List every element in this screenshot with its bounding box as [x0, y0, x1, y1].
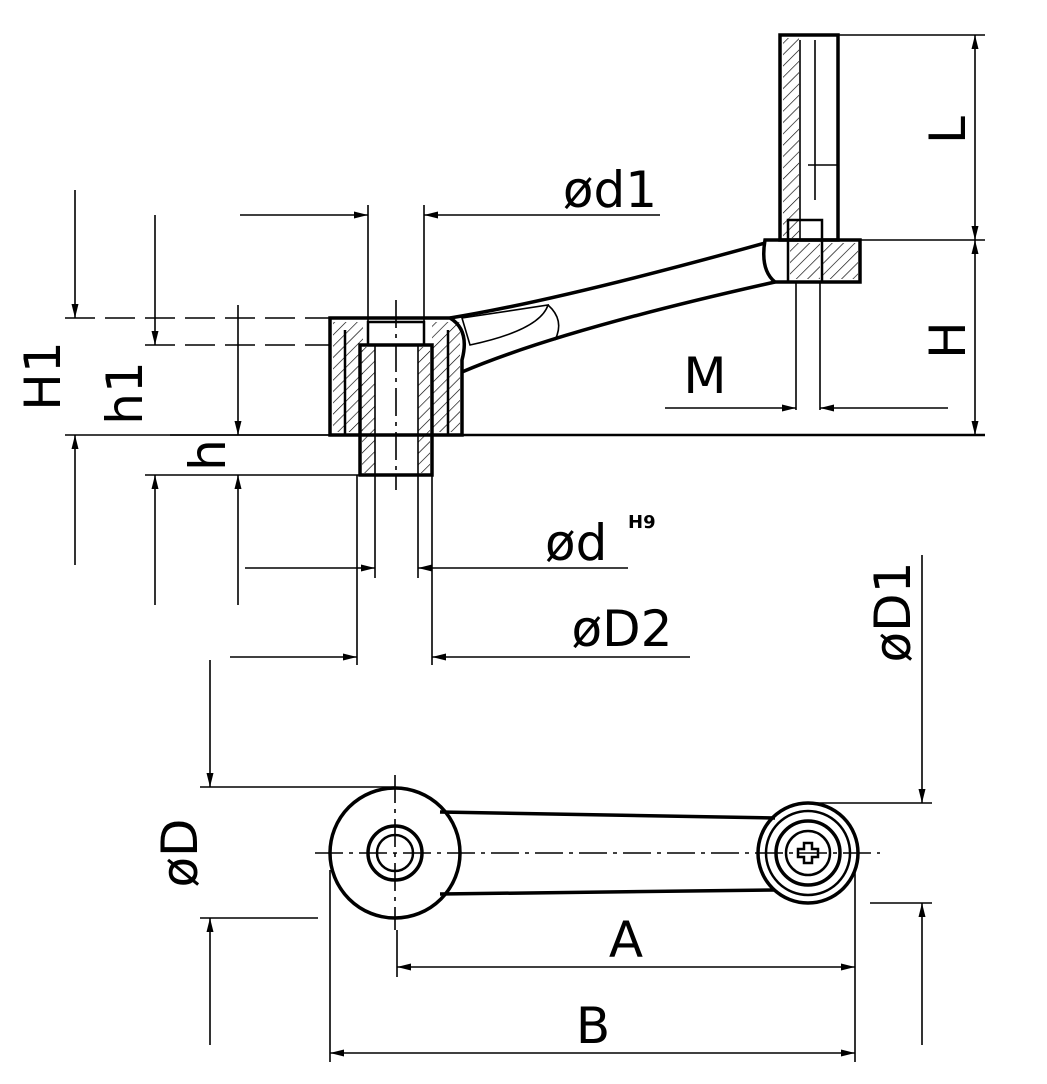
dimension-h: h: [170, 305, 330, 605]
label-h1: h1: [96, 361, 154, 425]
label-d-tolerance: H9: [628, 512, 656, 533]
label-H: H: [919, 321, 977, 359]
label-A: A: [609, 911, 643, 969]
dimension-L: L: [838, 34, 985, 241]
dimension-H1: H1: [14, 190, 330, 565]
dimension-A: A: [396, 870, 856, 1062]
screw-head-icon: [796, 841, 820, 865]
label-h: h: [179, 439, 237, 471]
label-L: L: [919, 116, 977, 144]
dimension-B: B: [329, 870, 855, 1062]
top-view: øD øD1 A B: [151, 555, 932, 1062]
label-H1: H1: [14, 341, 72, 410]
side-view: L H M ød1 H1 h1: [14, 33, 985, 665]
label-D: øD: [151, 818, 209, 887]
label-B: B: [576, 997, 610, 1055]
hub: [328, 300, 466, 490]
label-d: ød: [545, 514, 607, 572]
handle-boss: [762, 218, 862, 410]
dimension-h1: h1: [96, 215, 360, 605]
dimension-d: ød H9: [245, 475, 656, 578]
label-d1: ød1: [563, 161, 657, 219]
label-D1: øD1: [864, 562, 922, 663]
crank-arm: [449, 241, 776, 374]
label-D2: øD2: [572, 600, 673, 658]
dimension-D: øD: [151, 660, 395, 1045]
dimension-D1: øD1: [808, 555, 932, 1045]
handle-grip: [778, 33, 840, 242]
dimension-H: H: [919, 240, 979, 435]
dimension-M: M: [665, 347, 948, 412]
dimension-D2: øD2: [230, 475, 690, 665]
dimension-d1: ød1: [240, 161, 660, 322]
label-M: M: [683, 347, 726, 405]
